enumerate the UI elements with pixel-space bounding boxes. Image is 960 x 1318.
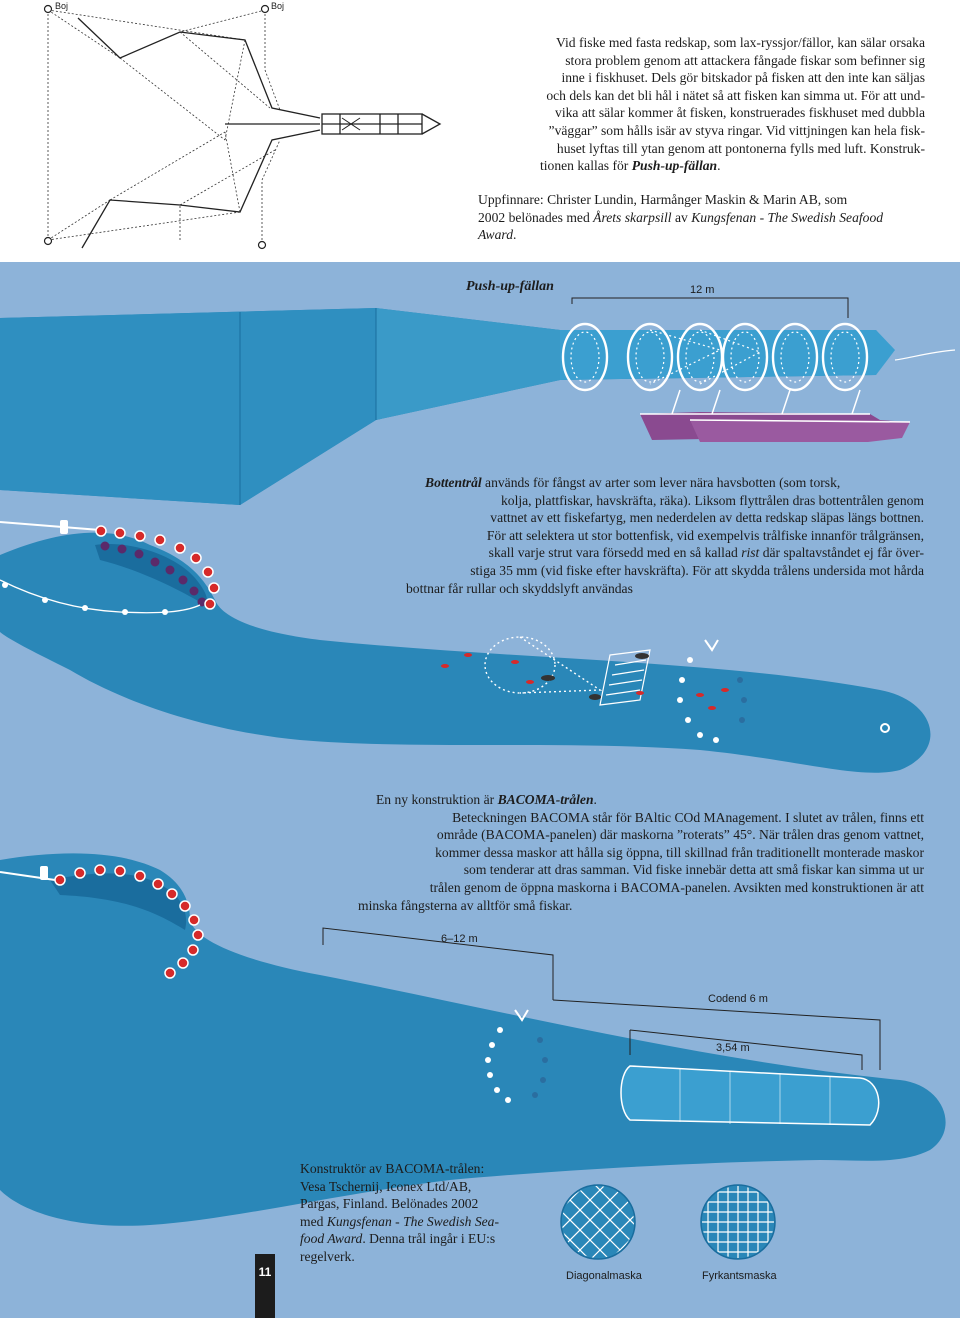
- intro-line: Vid fiske med fasta redskap, som lax-rys…: [556, 35, 925, 50]
- dimension-label-trawl: 6–12 m: [441, 933, 478, 945]
- diagonal-mesh-illustration: [560, 1184, 636, 1260]
- bottom-trawl-line: kolja, plattfiskar, havskräfta, räka). L…: [501, 492, 924, 508]
- bottom-trawl-illustration: [0, 520, 931, 773]
- bottom-trawl-line: skall varje strut vara försedd med en så…: [488, 545, 924, 561]
- bottom-trawl-paragraph: Bottentrål används för fångst av arter s…: [406, 474, 924, 597]
- inventor-line: Uppfinnare: Christer Lundin, Harmånger M…: [478, 192, 848, 207]
- pushup-trap-illustration: [0, 308, 956, 505]
- bacoma-term: BACOMA-trålen: [497, 792, 594, 807]
- intro-line: stora problem genom att attackera fångad…: [565, 52, 925, 68]
- inventor-paragraph: Uppfinnare: Christer Lundin, Harmånger M…: [478, 191, 925, 244]
- intro-paragraph: Vid fiske med fasta redskap, som lax-rys…: [460, 34, 925, 175]
- bottom-trawl-line: För att selektera ut stor bottenfisk, vi…: [486, 527, 924, 543]
- bottom-trawl-line: stiga 35 mm (vid fiske efter havskräfta)…: [470, 562, 924, 578]
- inventor-line: Award.: [478, 227, 517, 243]
- designer-paragraph: Konstruktör av BACOMA-trålen: Vesa Tsche…: [300, 1160, 524, 1266]
- dimension-12m: [571, 297, 849, 318]
- bacoma-line: En ny konstruktion är BACOMA-trålen.: [376, 792, 597, 807]
- trap-layout-diagram: [43, 4, 442, 250]
- dimension-label-panel: 3,54 m: [716, 1042, 750, 1054]
- bacoma-line: Beteckningen BACOMA står för BAltic COd …: [452, 809, 924, 825]
- pushup-title: Push-up-fällan: [466, 279, 554, 294]
- designer-line: Konstruktör av BACOMA-trålen:: [300, 1161, 485, 1176]
- bacoma-paragraph: En ny konstruktion är BACOMA-trålen. Bet…: [358, 791, 924, 914]
- intro-line: inne i fiskhuset. Dels gör bitskador på …: [561, 70, 925, 86]
- bottom-trawl-line: Bottentrål används för fångst av arter s…: [425, 475, 841, 490]
- buoy-label-right: Boj: [271, 1, 285, 11]
- bottom-trawl-line: vattnet av ett fiskefartyg, men nederdel…: [490, 510, 924, 526]
- page-number: 11: [255, 1254, 275, 1318]
- designer-line: med Kungsfenan - The Swedish Sea-: [300, 1213, 499, 1229]
- square-mesh-label: Fyrkantsmaska: [702, 1270, 777, 1282]
- pushup-length-label: 12 m: [690, 284, 715, 296]
- bacoma-dimensions: [322, 927, 881, 1070]
- designer-line: food Award. Denna trål ingår i EU:s: [300, 1231, 496, 1247]
- intro-line: tionen kallas för Push-up-fällan.: [540, 158, 721, 174]
- bottom-trawl-term: Bottentrål: [425, 475, 482, 490]
- bacoma-line: kommer dessa maskor att hålla sig öppna,…: [435, 844, 924, 860]
- intro-line: vika att sälar kommer åt fisken, konstru…: [555, 105, 925, 121]
- pushup-name: Push-up-fällan: [631, 158, 718, 174]
- intro-line: huset lyftas till ytan genom att pontone…: [556, 140, 925, 156]
- designer-line: regelverk.: [300, 1248, 355, 1264]
- bottom-trawl-line: bottnar får rullar och skyddslyft använd…: [406, 580, 633, 596]
- bacoma-trawl-illustration: [0, 853, 946, 1226]
- buoy-label-left: Boj: [55, 1, 69, 11]
- bacoma-line: minska fångsterna av alltför små fiskar.: [358, 897, 573, 913]
- inventor-line: 2002 belönades med Årets skarpsill av Ku…: [478, 209, 884, 225]
- intro-line: och dels kan det bli hål i nätet så att …: [546, 87, 925, 103]
- dimension-label-codend: Codend 6 m: [708, 993, 768, 1005]
- square-mesh-illustration: [700, 1184, 776, 1260]
- bacoma-line: område (BACOMA-panelen) där maskorna ”ro…: [436, 827, 924, 843]
- designer-line: Pargas, Finland. Belönades 2002: [300, 1196, 479, 1212]
- bacoma-line: trålen genom de öppna maskorna i BACOMA-…: [429, 879, 924, 895]
- designer-line: Vesa Tschernij, Iconex Ltd/AB,: [300, 1178, 472, 1194]
- bacoma-line: som tenderar att dras samman. Vid fiske …: [463, 862, 924, 878]
- intro-line: ”väggar” som hålls isär av styva ringar.…: [548, 122, 925, 138]
- diagonal-mesh-label: Diagonalmaska: [566, 1270, 642, 1282]
